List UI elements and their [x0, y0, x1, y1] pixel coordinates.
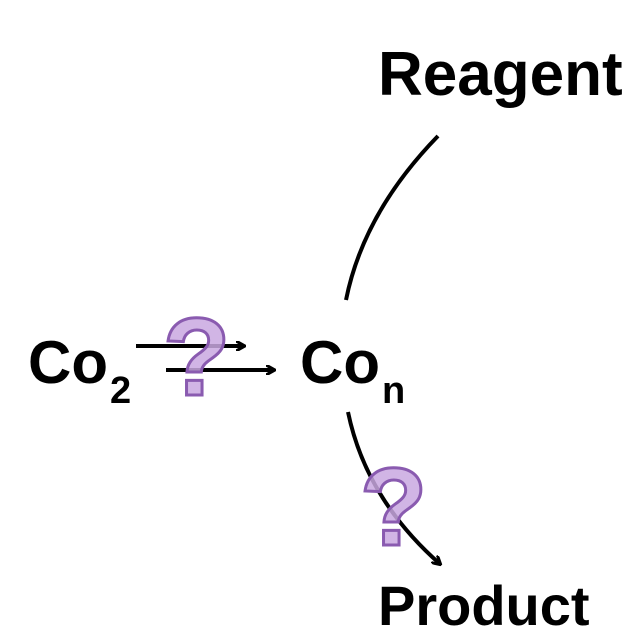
question-mark-left: ? — [163, 296, 230, 419]
reagent-label: Reagent — [378, 40, 623, 109]
product-curve — [346, 411, 440, 564]
start-species-base: Co — [28, 329, 108, 396]
start-species-subscript: 2 — [109, 370, 132, 412]
product-label: Product — [378, 574, 590, 635]
question-mark-right: ? — [360, 446, 427, 569]
intermediate-species-subscript: n — [381, 370, 406, 412]
intermediate-species-base: Co — [300, 329, 380, 396]
start-species-label: Co2 — [28, 333, 131, 411]
intermediate-species-label: Con — [300, 333, 405, 411]
reagent-curve — [344, 134, 440, 301]
